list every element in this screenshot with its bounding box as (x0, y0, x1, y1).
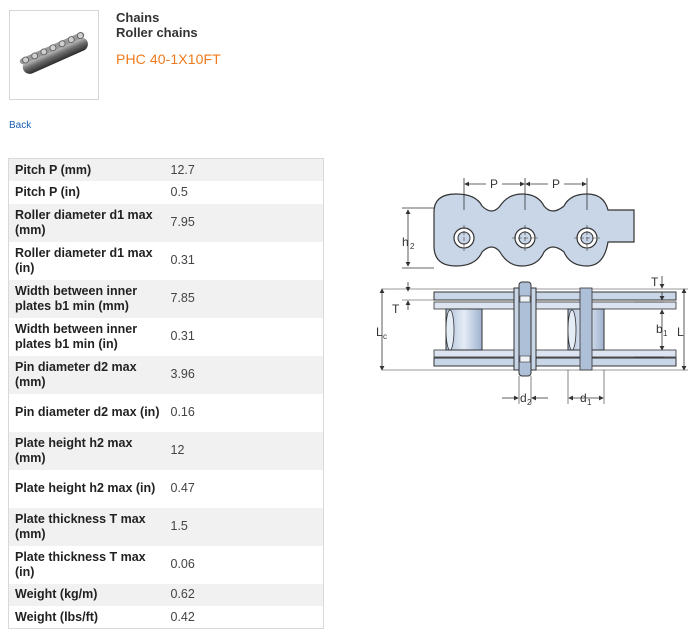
pin-diameter-subscript: 2 (527, 398, 532, 407)
breadcrumb: Chains Roller chains (116, 10, 198, 40)
table-row: Roller diameter d1 max (in) 0.31 (8, 241, 324, 280)
table-row: Width between inner plates b1 min (mm) 7.… (8, 279, 324, 318)
spec-label: Width between inner plates b1 min (in) (15, 321, 138, 351)
spec-label: Pin diameter d2 max (mm) (15, 359, 137, 389)
inner-width-label: b (656, 322, 663, 336)
roller-diameter-subscript: 1 (587, 398, 592, 407)
spec-label: Width between inner plates b1 min (mm) (15, 283, 138, 313)
spec-value: 0.42 (170, 609, 195, 624)
inner-width-subscript: 1 (663, 329, 668, 338)
table-row: Width between inner plates b1 min (in) 0.… (8, 317, 324, 356)
spec-value: 1.5 (170, 519, 188, 533)
overall-length-label: L (677, 325, 684, 339)
spec-label: Pin diameter d2 max (in) (15, 405, 160, 419)
spec-value: 0.5 (170, 184, 188, 199)
spec-label: Plate thickness T max (in) (15, 549, 146, 579)
chain-plate-top-view (382, 281, 688, 377)
breadcrumb-category: Chains (116, 10, 160, 25)
pitch-label: P (552, 177, 560, 191)
spec-table: Pitch P (mm) 12.7 Pitch P (in) 0.5 Roller … (8, 158, 324, 629)
spec-value: 3.96 (170, 367, 195, 381)
spec-value: 12 (170, 443, 185, 457)
table-row: Pin diameter d2 max (mm) 3.96 (8, 355, 324, 394)
table-row: Pitch P (mm) 12.7 (8, 158, 324, 181)
roller-chain-image (19, 32, 88, 74)
table-row: Weight (kg/m) 0.62 (8, 583, 324, 606)
table-row: Pitch P (in) 0.5 (8, 181, 324, 204)
spec-value: 0.06 (170, 557, 195, 571)
spec-value: 7.95 (170, 215, 195, 229)
spec-label: Roller diameter d1 max (in) (15, 245, 153, 275)
chain-plate-side-view (433, 193, 635, 267)
pitch-label: P (490, 177, 498, 191)
spec-label: Pitch P (mm) (15, 162, 92, 177)
table-row: Pin diameter d2 max (in) 0.16 (8, 393, 324, 432)
chain-dimension-diagram: P P h 2 L c (376, 177, 688, 407)
pin-diameter-label: d (520, 391, 527, 405)
length-dimension-left: L c T (376, 282, 434, 371)
plate-height-dimension: h 2 (402, 207, 434, 269)
table-row: Plate height h2 max (mm) 12 (8, 431, 324, 470)
overall-length-c-label: L (376, 325, 383, 339)
back-link[interactable]: Back (9, 120, 32, 131)
spec-label: Weight (kg/m) (15, 587, 98, 602)
diameter-dimensions: d 2 d 1 (502, 370, 605, 407)
spec-label: Plate height h2 max (in) (15, 481, 156, 495)
pitch-dimension: P P (463, 177, 588, 210)
plate-thickness-label: T (392, 302, 400, 316)
spec-label: Weight (lbs/ft) (15, 609, 99, 624)
spec-label: Pitch P (in) (15, 184, 81, 199)
spec-value: 7.85 (170, 291, 195, 305)
table-row: Plate thickness T max (in) 0.06 (8, 545, 324, 584)
spec-value: 0.16 (170, 405, 195, 419)
spec-value: 0.62 (170, 587, 195, 602)
table-row: Roller diameter d1 max (mm) 7.95 (8, 203, 324, 242)
table-row: Weight (lbs/ft) 0.42 (8, 606, 324, 629)
plate-height-subscript: 2 (410, 242, 415, 251)
table-row: Plate height h2 max (in) 0.47 (8, 469, 324, 508)
spec-label: Plate thickness T max (mm) (15, 511, 146, 541)
breadcrumb-subcategory: Roller chains (116, 25, 198, 40)
spec-value: 0.31 (170, 329, 195, 343)
roller-diameter-label: d (580, 391, 587, 405)
product-image (9, 10, 99, 100)
spec-value: 0.47 (170, 481, 195, 495)
product-title: PHC 40-1X10FT (116, 51, 221, 67)
plate-height-label: h (402, 235, 409, 249)
spec-value: 0.31 (170, 253, 195, 267)
spec-label: Roller diameter d1 max (mm) (15, 207, 153, 237)
plate-thickness-right-label: T (651, 275, 659, 289)
length-dimension-right: T b 1 L (634, 275, 687, 371)
spec-label: Plate height h2 max (mm) (15, 435, 133, 465)
table-row: Plate thickness T max (mm) 1.5 (8, 507, 324, 546)
spec-value: 12.7 (170, 162, 195, 177)
overall-length-c-subscript: c (383, 332, 387, 341)
